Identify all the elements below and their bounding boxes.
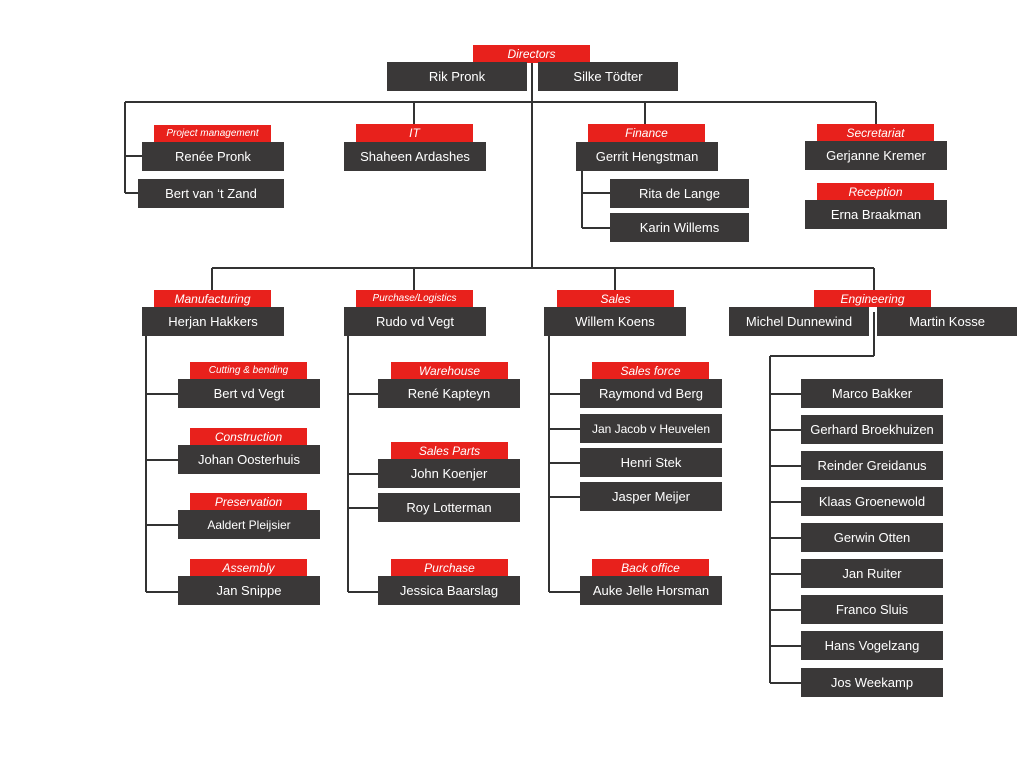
employee-box: Hans Vogelzang	[801, 631, 943, 660]
employee-box: Aaldert Pleijsier	[178, 510, 320, 539]
employee-box: Jan Ruiter	[801, 559, 943, 588]
employee-box: Jessica Baarslag	[378, 576, 520, 605]
group-label: Construction	[190, 428, 307, 445]
it-label: IT	[356, 124, 473, 142]
department-head-box: Willem Koens	[544, 307, 686, 336]
group-label: Cutting & bending	[190, 362, 307, 379]
employee-box: Franco Sluis	[801, 595, 943, 624]
department-head-box: Michel Dunnewind	[729, 307, 869, 336]
employee-box: Reinder Greidanus	[801, 451, 943, 480]
employee-box: René Kapteyn	[378, 379, 520, 408]
employee-box: Marco Bakker	[801, 379, 943, 408]
employee-box: Bert van ‘t Zand	[138, 179, 284, 208]
employee-box: Bert vd Vegt	[178, 379, 320, 408]
employee-box: Karin Willems	[610, 213, 749, 242]
finance-label: Finance	[588, 124, 705, 142]
employee-box: Gerhard Broekhuizen	[801, 415, 943, 444]
group-label: Warehouse	[391, 362, 508, 379]
director-box: Silke Tödter	[538, 62, 678, 91]
employee-box: Rita de Lange	[610, 179, 749, 208]
department-head-box: Rudo vd Vegt	[344, 307, 486, 336]
department-head-box: Herjan Hakkers	[142, 307, 284, 336]
employee-box: John Koenjer	[378, 459, 520, 488]
employee-box: Johan Oosterhuis	[178, 445, 320, 474]
employee-box: Roy Lotterman	[378, 493, 520, 522]
employee-box: Shaheen Ardashes	[344, 142, 486, 171]
group-label: Assembly	[190, 559, 307, 576]
project-management-label: Project management	[154, 125, 271, 142]
employee-box: Auke Jelle Horsman	[580, 576, 722, 605]
manufacturing-label: Manufacturing	[154, 290, 271, 307]
group-label: Sales Parts	[391, 442, 508, 459]
department-head-box: Erna Braakman	[805, 200, 947, 229]
employee-box: Jasper Meijer	[580, 482, 722, 511]
department-head-box: Gerjanne Kremer	[805, 141, 947, 170]
group-label: Back office	[592, 559, 709, 576]
engineering-label: Engineering	[814, 290, 931, 307]
department-head-box: Gerrit Hengstman	[576, 142, 718, 171]
directors-label: Directors	[473, 45, 590, 63]
employee-box: Jan Snippe	[178, 576, 320, 605]
reception-label: Reception	[817, 183, 934, 200]
employee-box: Raymond vd Berg	[580, 379, 722, 408]
employee-box: Renée Pronk	[142, 142, 284, 171]
director-box: Rik Pronk	[387, 62, 527, 91]
employee-box: Jan Jacob v Heuvelen	[580, 414, 722, 443]
employee-box: Jos Weekamp	[801, 668, 943, 697]
group-label: Preservation	[190, 493, 307, 510]
employee-box: Gerwin Otten	[801, 523, 943, 552]
department-head-box: Martin Kosse	[877, 307, 1017, 336]
secretariat-label: Secretariat	[817, 124, 934, 142]
purchase-logistics-label: Purchase/Logistics	[356, 290, 473, 307]
group-label: Purchase	[391, 559, 508, 576]
employee-box: Henri Stek	[580, 448, 722, 477]
employee-box: Klaas Groenewold	[801, 487, 943, 516]
group-label: Sales force	[592, 362, 709, 379]
sales-label: Sales	[557, 290, 674, 307]
